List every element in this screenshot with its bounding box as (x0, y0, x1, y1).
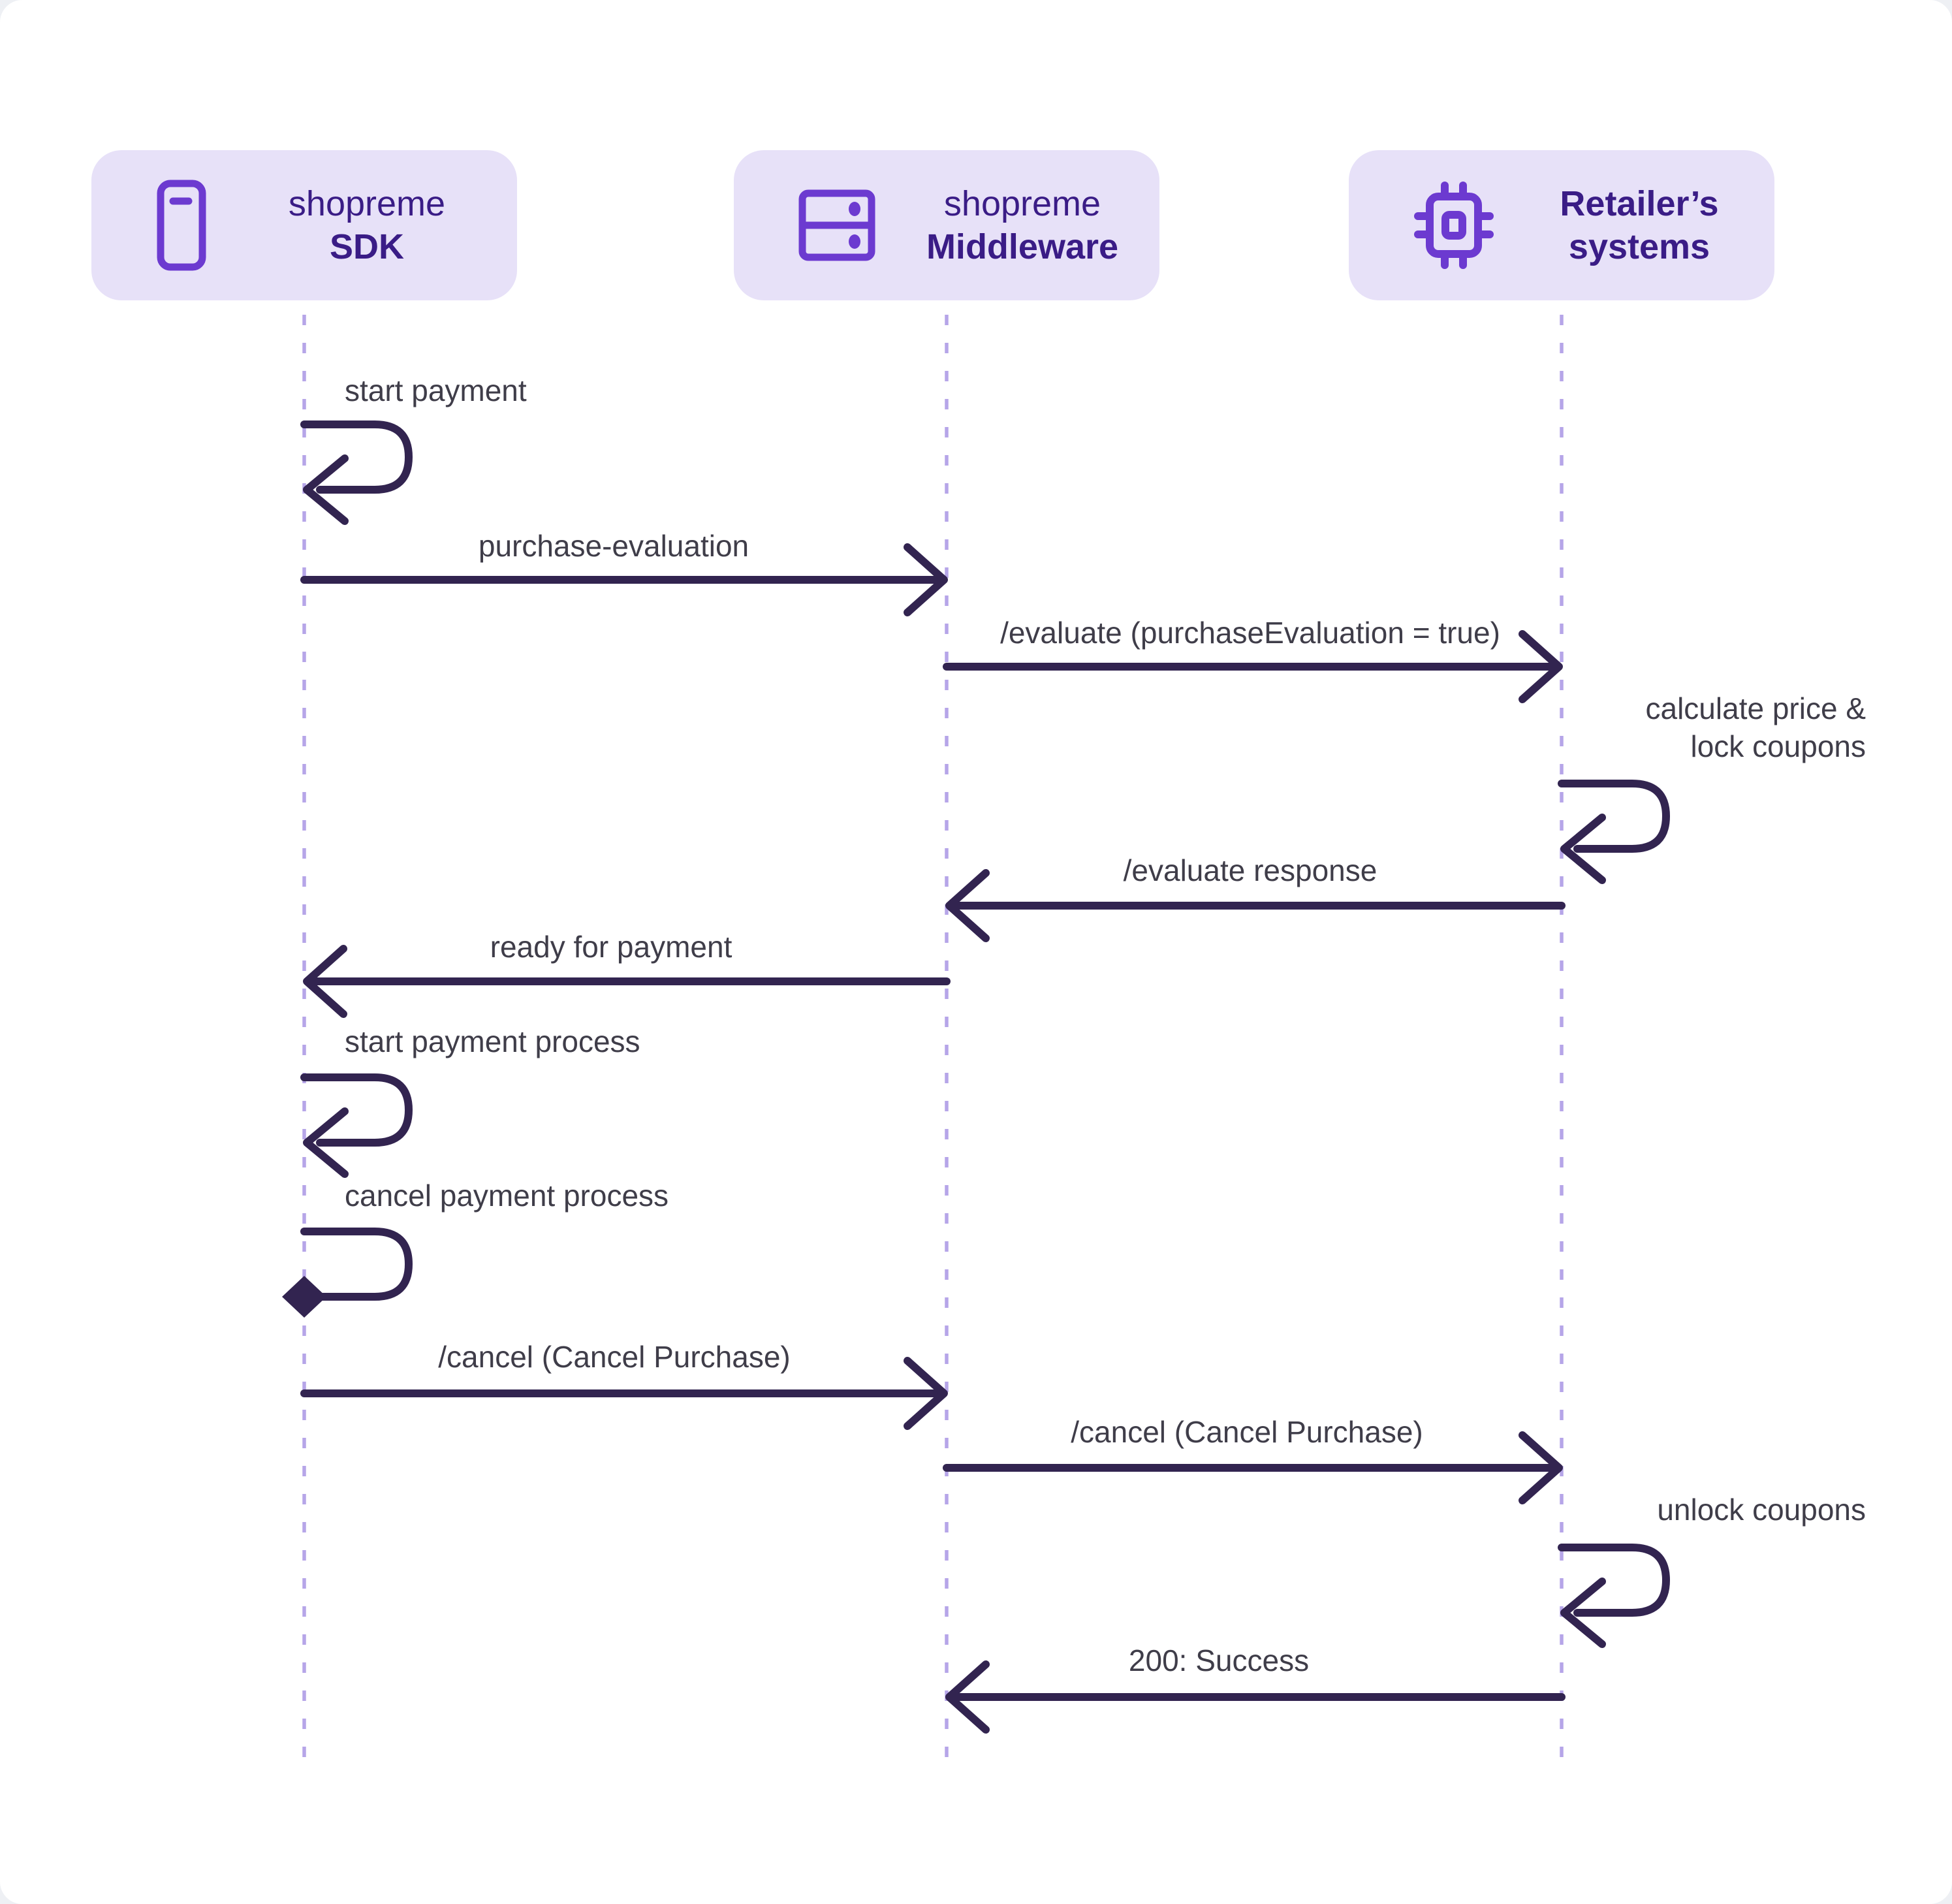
label-calculate-price-line2: lock coupons (1690, 729, 1866, 763)
label-calculate-price-line1: calculate price & (1645, 691, 1866, 725)
actor-title-middleware: shopreme Middleware (918, 182, 1127, 268)
arrowhead-cancel-1 (904, 1357, 948, 1430)
label-start-payment: start payment (345, 373, 527, 407)
self-loop-start-payment-process (300, 1073, 413, 1147)
arrowhead-calculate-price (1560, 814, 1606, 884)
actor-box-sdk: shopreme SDK (91, 150, 517, 300)
arrowhead-200-success (945, 1660, 990, 1734)
arrowhead-evaluate (1519, 630, 1563, 703)
actor-title-sdk-bold: SDK (329, 227, 404, 266)
actor-title-retailer: Retailer’s systems (1537, 182, 1742, 268)
actor-title-sdk: shopreme SDK (249, 182, 484, 268)
smartphone-icon (155, 179, 208, 272)
server-icon (798, 189, 876, 262)
actor-box-middleware: shopreme Middleware (734, 150, 1159, 300)
self-loop-start-payment (300, 420, 413, 494)
actor-title-retailer-line2: systems (1568, 227, 1710, 266)
label-evaluate: /evaluate (purchaseEvaluation = true) (1000, 616, 1500, 650)
arrowhead-evaluate-response (945, 869, 990, 942)
actor-title-middleware-bold: Middleware (926, 227, 1119, 266)
actor-title-middleware-regular: shopreme (943, 184, 1101, 223)
arrowhead-cancel-2 (1519, 1431, 1563, 1504)
label-cancel-1: /cancel (Cancel Purchase) (438, 1340, 791, 1374)
self-loop-unlock-coupons (1558, 1544, 1670, 1617)
arrowhead-ready-for-payment (303, 945, 347, 1018)
termination-diamond (282, 1276, 326, 1318)
label-cancel-2: /cancel (Cancel Purchase) (1071, 1415, 1423, 1449)
label-calculate-price: calculate price & lock coupons (1646, 690, 1866, 765)
chip-icon (1413, 180, 1495, 270)
arrowhead-unlock-coupons (1560, 1578, 1606, 1648)
label-cancel-payment-process: cancel payment process (345, 1179, 669, 1213)
self-loop-cancel-payment-process (300, 1228, 413, 1301)
actor-box-retailer: Retailer’s systems (1349, 150, 1774, 300)
arrowhead-start-payment (303, 454, 349, 525)
self-loop-calculate-price (1558, 780, 1670, 853)
label-evaluate-response: /evaluate response (1123, 853, 1377, 887)
label-200-success: 200: Success (1128, 1643, 1310, 1677)
label-start-payment-process: start payment process (345, 1024, 640, 1058)
label-unlock-coupons: unlock coupons (1657, 1493, 1866, 1527)
actor-title-retailer-line1: Retailer’s (1560, 184, 1719, 223)
label-ready-for-payment: ready for payment (490, 930, 732, 964)
arrowhead-start-payment-process (303, 1107, 349, 1178)
actor-title-sdk-regular: shopreme (288, 184, 446, 223)
arrowhead-purchase-evaluation (904, 543, 948, 616)
label-purchase-evaluation: purchase-evaluation (478, 529, 749, 563)
